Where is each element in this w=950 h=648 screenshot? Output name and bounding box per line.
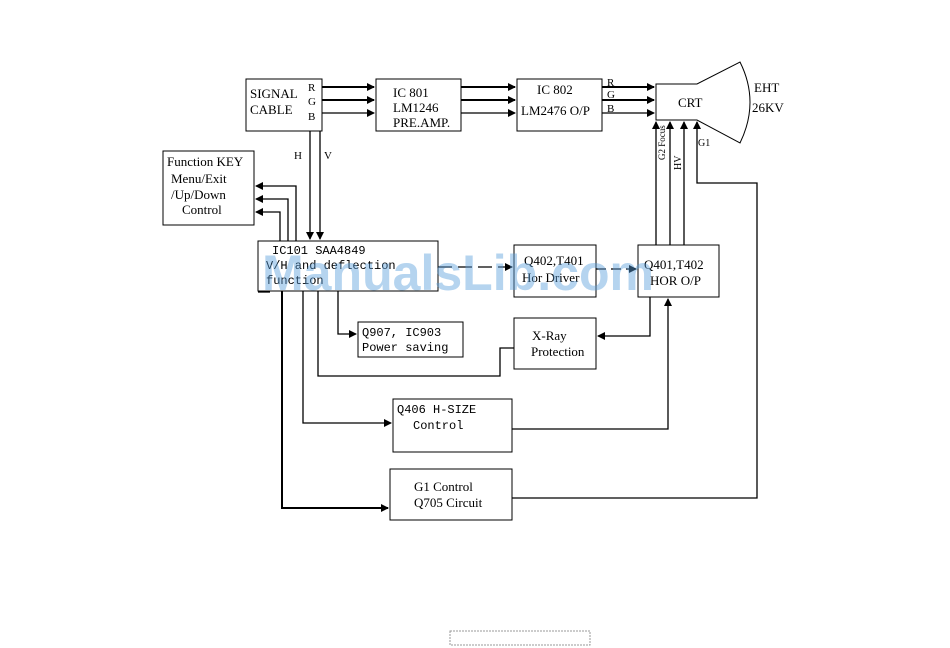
ic801-line3: PRE.AMP.	[393, 115, 450, 130]
g1ctrl-box	[389, 468, 513, 521]
q402-line2: Hor Driver	[522, 270, 580, 285]
ic101-to-q406	[302, 291, 392, 427]
q907-line1: Q907, IC903	[362, 326, 441, 340]
signal-cable-box	[245, 78, 323, 132]
q402-line1: Q402,T401	[524, 253, 584, 268]
function-key-box	[162, 150, 255, 226]
ic101-line3: function	[266, 274, 324, 288]
function-key-lines	[255, 182, 297, 241]
sync-v-label: V	[324, 150, 332, 162]
ic101-to-q907	[337, 291, 357, 338]
ic802-line1: IC 802	[537, 82, 573, 97]
ic801-line2: LM1246	[393, 100, 439, 115]
eht-line1: EHT	[754, 80, 779, 95]
xray-box	[513, 317, 597, 370]
ic101-box	[257, 240, 439, 292]
q402-box	[513, 244, 597, 298]
function-key-line3: /Up/Down	[171, 187, 226, 202]
ic802-line2: LM2476 O/P	[521, 103, 590, 118]
ic801-line1: IC 801	[393, 85, 429, 100]
q406-line2: Control	[413, 419, 463, 433]
q401-line1: Q401,T402	[644, 257, 704, 272]
function-key-line1: Function KEY	[167, 154, 244, 169]
rgb-in-r: R	[607, 77, 615, 89]
rgb-bus-3	[602, 83, 655, 117]
crt-label: CRT	[678, 95, 703, 110]
sync-h-label: H	[294, 150, 302, 162]
q406-line1: Q406 H-SIZE	[397, 403, 476, 417]
rgb-in-g: G	[607, 89, 615, 101]
rgb-out-g: G	[308, 96, 316, 108]
ic101-line1: IC101 SAA4849	[272, 244, 366, 258]
rgb-in-b: B	[607, 103, 614, 115]
xray-line2: Protection	[531, 344, 585, 359]
function-key-line2: Menu/Exit	[171, 171, 227, 186]
eht-line2: 26KV	[752, 100, 784, 115]
signal-cable-line2: CABLE	[250, 102, 293, 117]
watermark-text: ManualsLib.com	[262, 245, 654, 301]
rgb-out-r: R	[308, 82, 316, 94]
ic802-box	[516, 78, 603, 132]
crt-input-g2-focus: G2 Focus	[657, 125, 667, 160]
page-footer-box	[449, 630, 591, 646]
function-key-line4: Control	[182, 202, 222, 217]
xray-line1: X-Ray	[532, 328, 567, 343]
xray-to-ic101	[317, 291, 514, 377]
crt-input-g1: G1	[698, 138, 710, 149]
q907-line2: Power saving	[362, 341, 448, 355]
hor-op-to-crt	[652, 121, 688, 245]
ic801-box	[375, 78, 462, 132]
g1ctrl-line1: G1 Control	[414, 479, 473, 494]
g1ctrl-to-crt	[512, 121, 758, 499]
rgb-bus-1	[322, 83, 375, 117]
q401-box	[637, 244, 720, 298]
q907-box	[357, 321, 464, 358]
rgb-bus-2	[461, 83, 516, 117]
q401-line2: HOR O/P	[650, 273, 701, 288]
q406-box	[392, 398, 513, 453]
q401-to-xray	[597, 297, 651, 340]
g1ctrl-line2: Q705 Circuit	[414, 495, 483, 510]
crt-shape	[655, 61, 751, 144]
ic101-to-g1ctrl	[281, 291, 389, 512]
crt-input-hv: HV	[673, 155, 684, 170]
signal-cable-line1: SIGNAL	[250, 86, 298, 101]
q406-to-q401	[512, 298, 672, 430]
ic101-line2: V/H and deflection	[266, 259, 396, 273]
rgb-out-b: B	[308, 111, 315, 123]
